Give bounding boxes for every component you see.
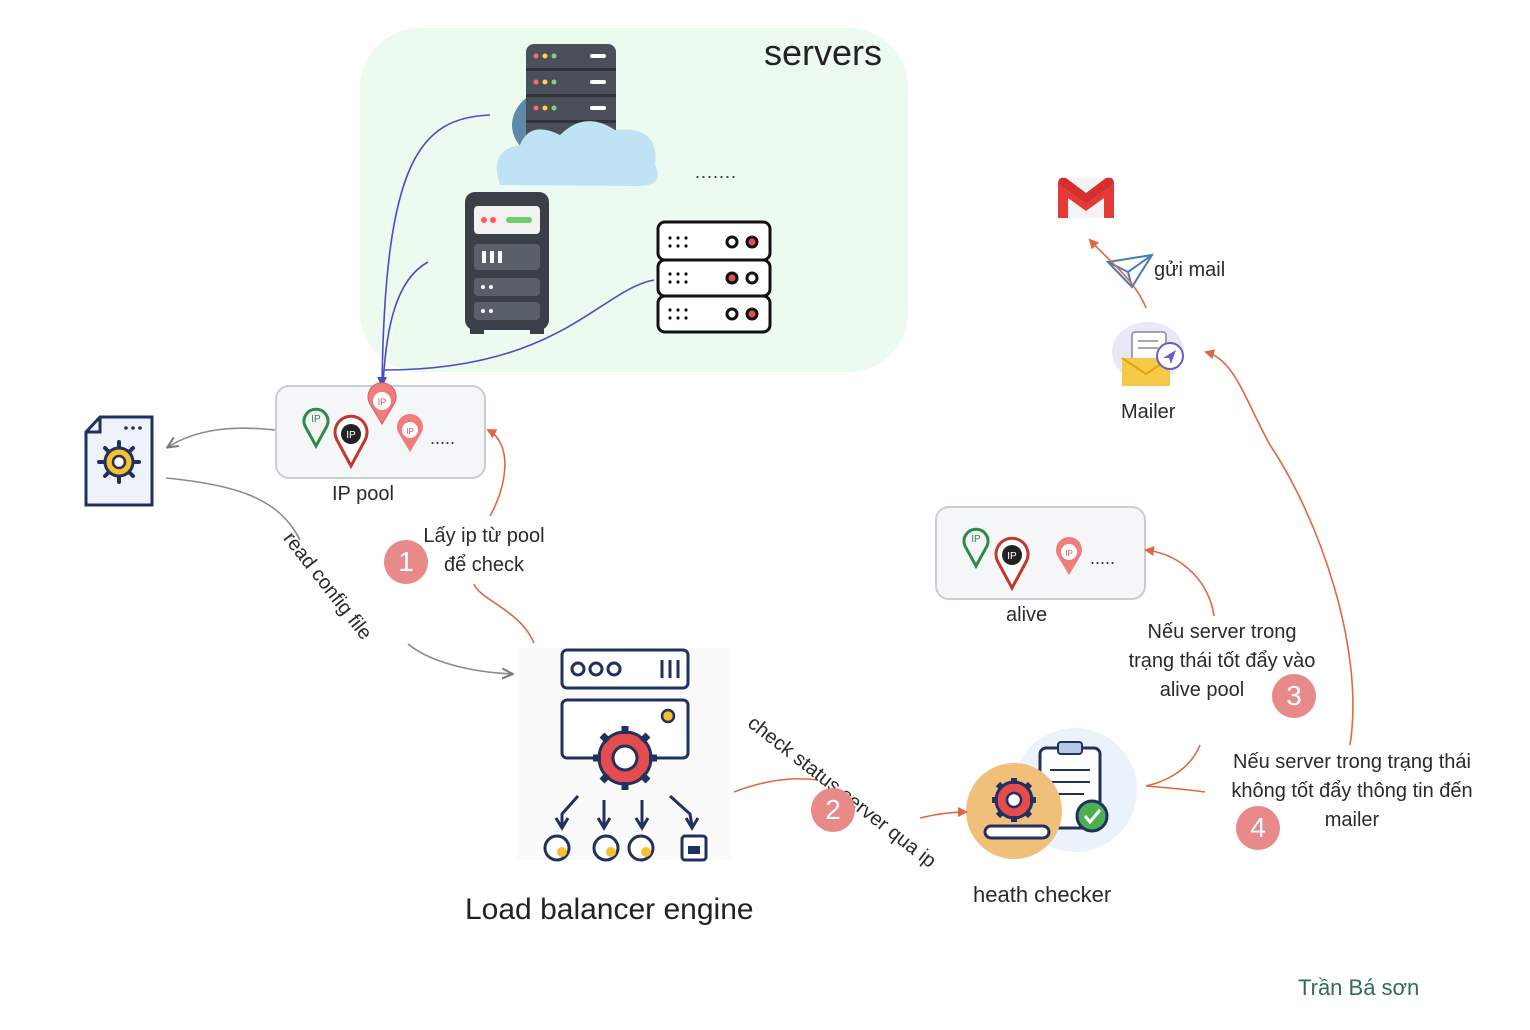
- flow-arrows: [473, 238, 1354, 819]
- server-tower-icon: [465, 192, 549, 334]
- servers-group: [360, 28, 908, 372]
- step-4-badge: 4: [1236, 806, 1280, 850]
- ip-pin-icon: IP: [397, 414, 423, 452]
- servers-more: .......: [695, 162, 738, 182]
- mailer-icon: [1112, 322, 1184, 386]
- ip-pool-label: IP pool: [332, 483, 394, 505]
- ip-pin-icon: IP: [302, 407, 330, 450]
- ip-pin-icon: IP: [962, 527, 990, 570]
- config-file-icon: [84, 415, 154, 507]
- alive-pool-label: alive: [1006, 604, 1048, 626]
- ip-pin-icon: IP: [367, 382, 397, 425]
- server-rack-icon: [656, 220, 772, 334]
- step-3-badge: 3: [1272, 674, 1316, 718]
- svg-text:IP: IP: [346, 430, 356, 441]
- health-checker-label: heath checker: [973, 882, 1112, 907]
- svg-text:IP: IP: [1007, 551, 1017, 562]
- ip-pool-pins: IP IP IP IP .....: [302, 382, 455, 470]
- ip-pool-more: .....: [430, 428, 455, 448]
- svg-text:IP: IP: [311, 414, 321, 425]
- health-checker-icon: [966, 728, 1137, 859]
- svg-text:IP: IP: [971, 534, 981, 545]
- step-1-badge: 1: [384, 540, 428, 584]
- ip-pin-icon: IP: [333, 414, 369, 470]
- get-ip-label: Lấy ip từ pool để check: [423, 525, 545, 576]
- alive-push-label: Nếu server trong trạng thái tốt đẩy vào …: [1128, 621, 1316, 701]
- author-signature: Trần Bá sơn: [1298, 975, 1420, 1000]
- gmail-icon: [1058, 177, 1114, 218]
- config-arrows: [166, 427, 512, 674]
- engine-label: Load balancer engine: [465, 893, 754, 926]
- servers-title: servers: [764, 32, 883, 73]
- alive-pool-more: .....: [1090, 548, 1115, 568]
- svg-text:IP: IP: [1065, 549, 1073, 558]
- load-balancer-icon: [518, 648, 730, 862]
- step-2-badge: 2: [811, 788, 855, 832]
- server-rack-dots: [668, 236, 688, 320]
- svg-text:IP: IP: [378, 397, 387, 407]
- send-mail-label: gửi mail: [1154, 259, 1226, 281]
- mailer-push-label: Nếu server trong trạng thái không tốt đẩ…: [1231, 751, 1473, 831]
- cloud-server-icon: [496, 44, 658, 186]
- ip-pin-icon: IP: [994, 536, 1030, 592]
- svg-text:IP: IP: [406, 427, 414, 436]
- alive-pool-pins: IP IP IP .....: [962, 527, 1115, 592]
- ip-pin-icon: IP: [1055, 537, 1082, 575]
- servers-to-pool-arrows: [377, 114, 655, 387]
- mailer-label: Mailer: [1121, 401, 1176, 423]
